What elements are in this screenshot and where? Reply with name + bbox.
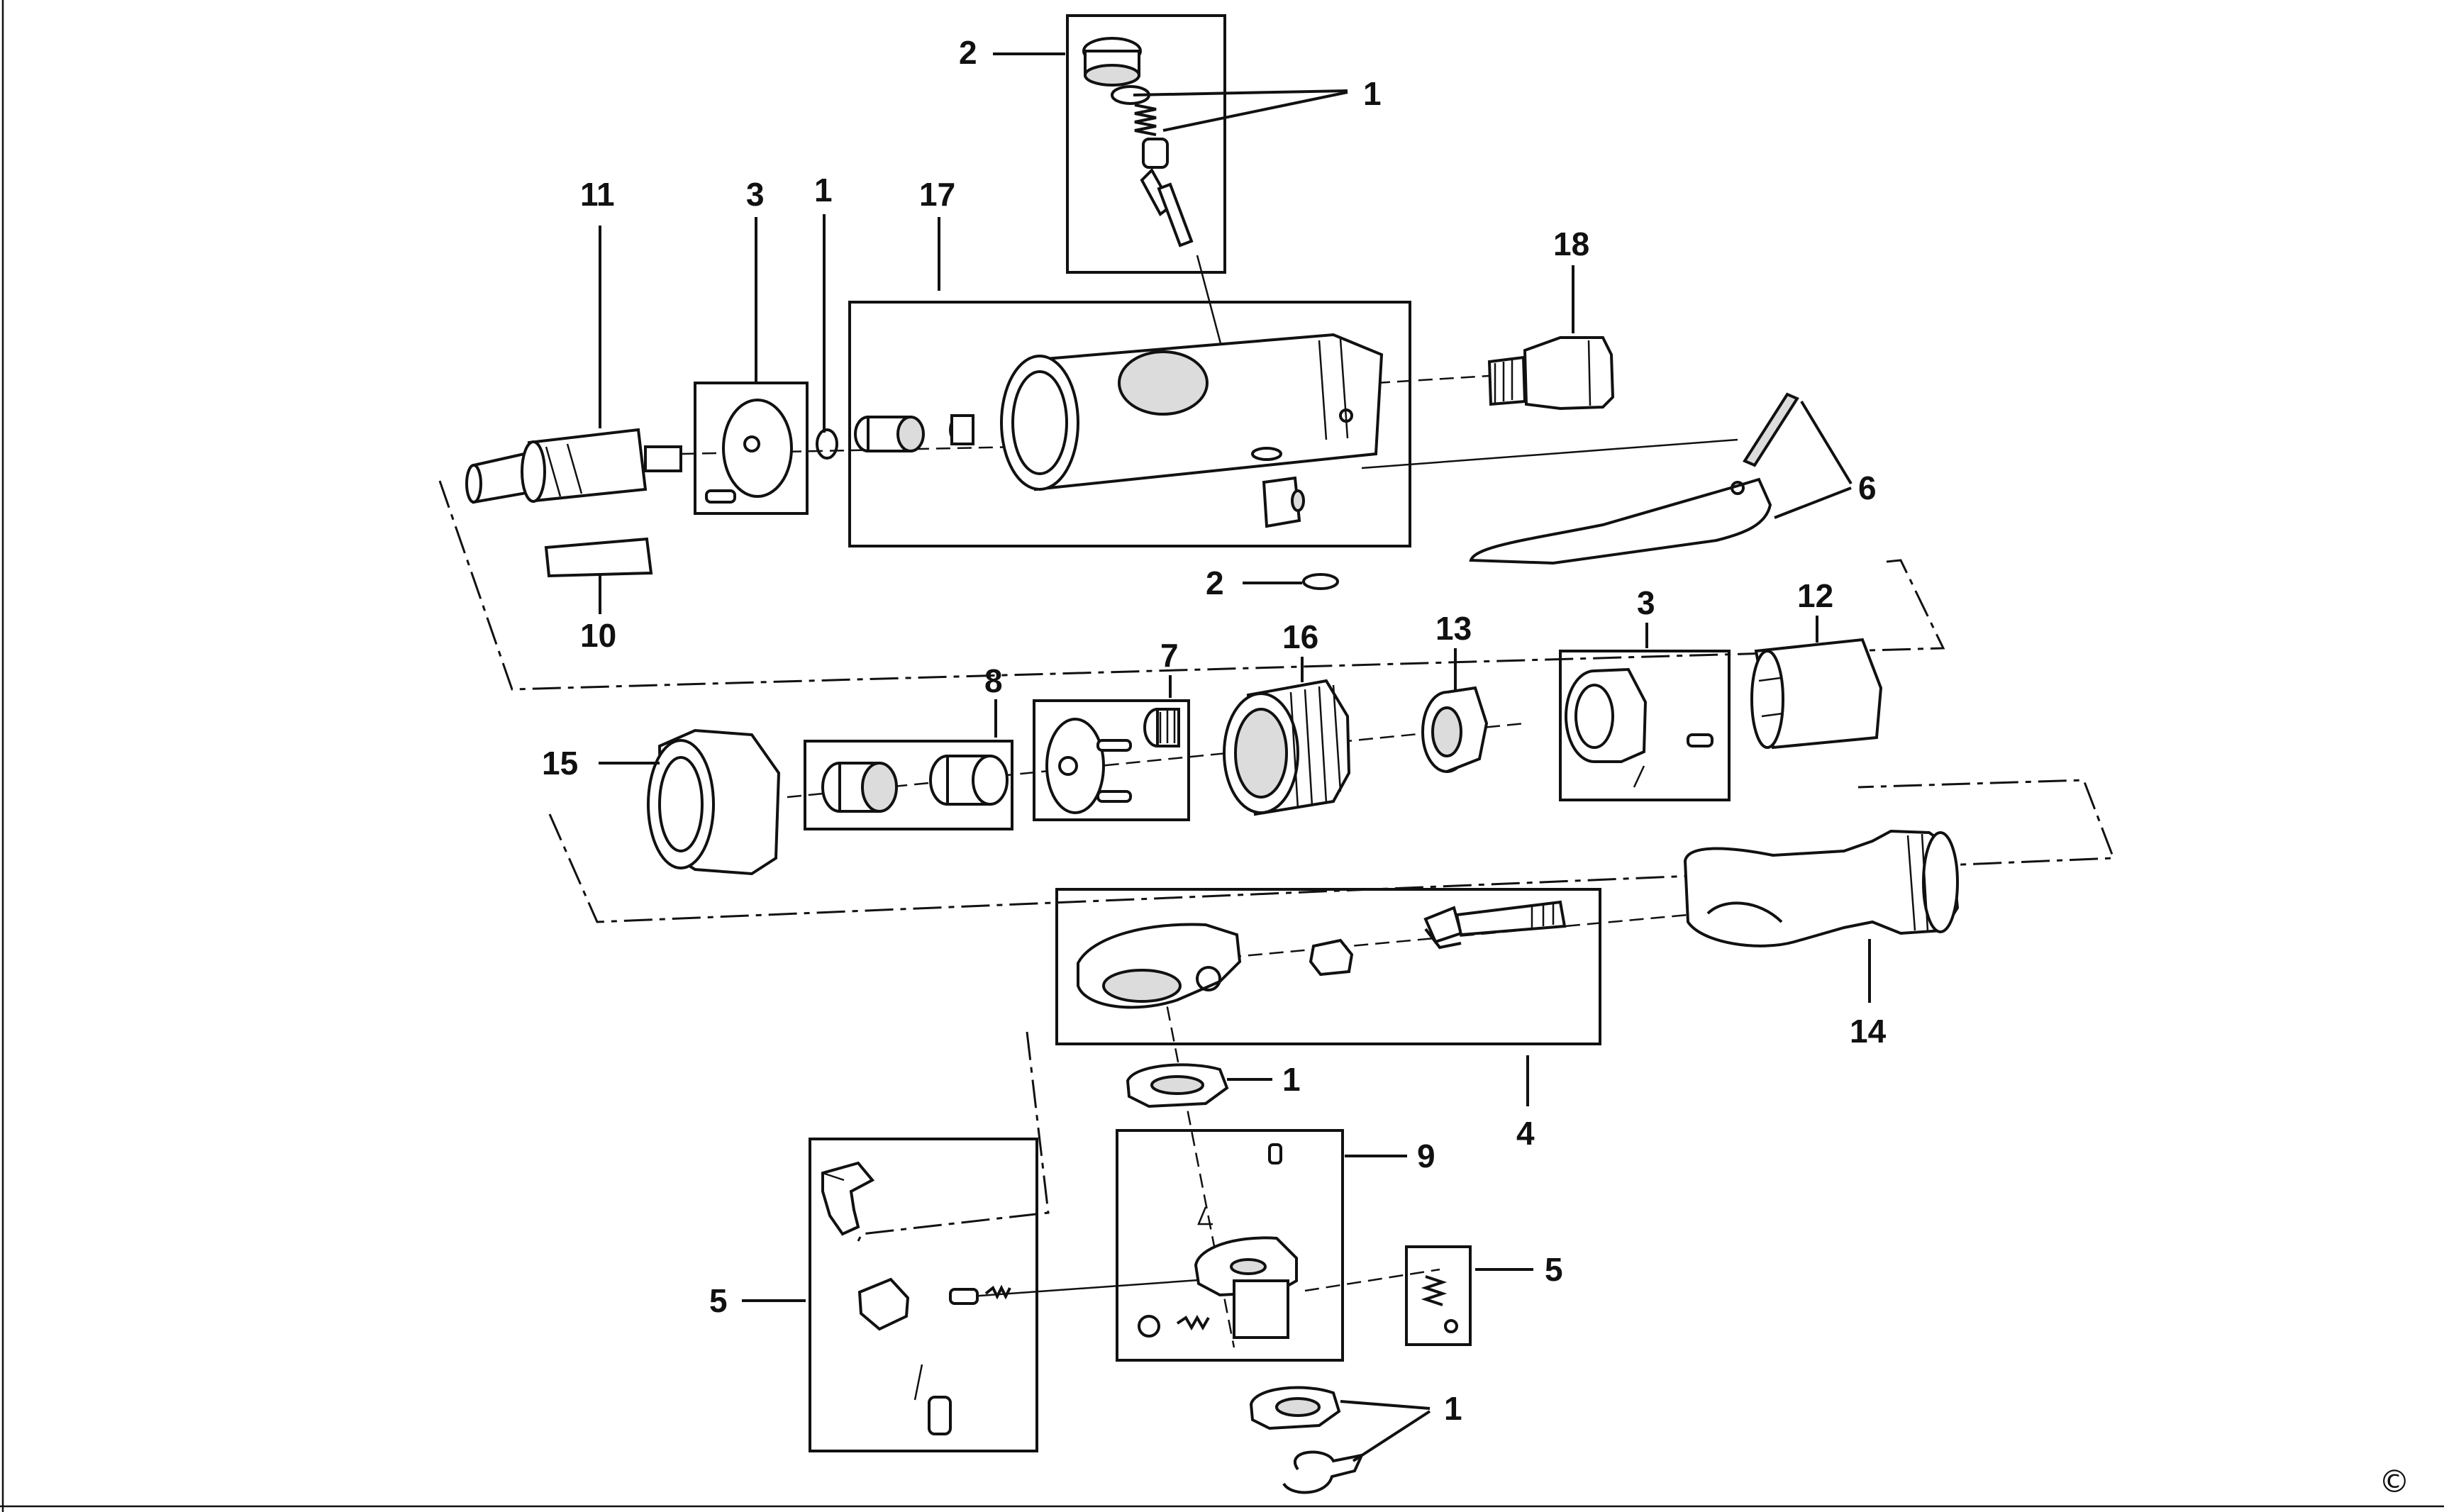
spring-part-5 [1421, 1275, 1458, 1333]
air-inlet-part-18 [1487, 336, 1615, 411]
motor-shaft-part-11 [465, 428, 682, 504]
callout-11: 11 [580, 176, 615, 213]
washer-part-1-mid [1126, 1063, 1229, 1108]
axis-line-trigger [1361, 438, 1738, 469]
callout-3-mid: 3 [1637, 584, 1655, 621]
washer-part-top [949, 414, 974, 445]
housing-part-17 [1000, 333, 1384, 491]
callout-5-spring: 5 [1545, 1251, 1563, 1288]
bottom-plate-part-1 [1249, 1386, 1341, 1430]
pawl-part-4 [1309, 938, 1354, 977]
callout-9: 9 [1417, 1138, 1435, 1174]
callout-1-ring: 1 [814, 172, 833, 209]
carrier-group-box-7 [1033, 699, 1190, 821]
copyright-mark: © [2379, 1464, 2410, 1500]
valve-cap-part [1082, 37, 1142, 87]
callout-2-lower: 2 [1206, 565, 1224, 601]
reverse-lever-group-box-5 [809, 1138, 1038, 1452]
housing-group-box-17 [848, 301, 1411, 547]
callout-4: 4 [1516, 1115, 1535, 1152]
valve-group-box [1066, 14, 1226, 274]
callout-3-top: 3 [746, 176, 765, 213]
callout-labels: 2 1 11 3 1 17 18 6 2 10 8 7 16 13 3 12 1… [542, 34, 1887, 1427]
bearing-part-8a [821, 762, 898, 813]
retaining-nut-part-15 [647, 728, 781, 876]
reverse-lever-part-5 [857, 1277, 1011, 1435]
axis-line-head [1226, 913, 1689, 959]
axis-line-inlet [1375, 374, 1490, 384]
ratchet-head-part-4 [1077, 923, 1242, 1009]
cylinder-part-12 [1750, 638, 1883, 750]
circlip-part-1 [1282, 1450, 1365, 1494]
assembly-outline-lower [857, 1031, 1050, 1242]
assembly-outline-middle [548, 779, 2116, 923]
end-plate-part-3-top [705, 399, 793, 504]
callout-15: 15 [542, 745, 578, 782]
callout-18: 18 [1553, 226, 1589, 262]
planet-carrier-part-7 [1045, 708, 1180, 814]
callout-1-bottom: 1 [1444, 1390, 1462, 1427]
assembly-outline-upper [438, 480, 1945, 691]
reverse-knob-part-5 [821, 1161, 875, 1236]
callout-12: 12 [1797, 577, 1833, 614]
callout-7: 7 [1160, 637, 1179, 674]
callout-1-washer: 1 [1282, 1061, 1301, 1098]
ring-gear-part-16 [1223, 679, 1351, 816]
end-plate-part-3-mid [1565, 667, 1713, 788]
callout-2-valve-cap: 2 [959, 34, 977, 71]
axis-line-middle [787, 722, 1526, 799]
callout-13: 13 [1435, 610, 1472, 647]
callout-6: 6 [1858, 469, 1877, 506]
callout-8: 8 [984, 662, 1003, 699]
leader-lines [599, 52, 1871, 1462]
pawl-group-box-9 [1116, 1129, 1344, 1362]
valve-stem-part [1140, 138, 1194, 248]
callout-14: 14 [1850, 1013, 1887, 1050]
ratchet-housing-part-14 [1683, 829, 1960, 947]
o-ring-part-2-lower [1302, 573, 1339, 590]
bearing-part-top [854, 416, 925, 452]
valve-spring-part [1134, 104, 1157, 136]
retaining-ring-part-1-top [816, 428, 838, 460]
pawl-assembly-part-9 [1138, 1143, 1298, 1339]
bearing-group-box-8 [804, 740, 1013, 830]
callout-5-lever: 5 [709, 1282, 728, 1319]
valve-bushing-part [1251, 447, 1305, 528]
drive-shaft-part-4 [1423, 900, 1567, 950]
group-box-3-top [694, 382, 809, 515]
bearing-part-8b [929, 755, 1009, 806]
axis-line-top [680, 445, 1022, 455]
axis-line-spring [1304, 1268, 1440, 1292]
callout-1-valve-parts: 1 [1363, 75, 1382, 112]
axis-line-valve [1196, 255, 1223, 347]
spring-group-box-5 [1405, 1245, 1472, 1346]
group-box-3-mid [1559, 650, 1731, 801]
cylinder-sleeve-part-10 [544, 537, 653, 578]
ratchet-head-group-box-4 [1055, 888, 1601, 1045]
callout-10: 10 [580, 617, 616, 654]
callout-17: 17 [919, 176, 955, 213]
callout-16: 16 [1282, 618, 1318, 655]
trigger-lever-part-6 [1469, 392, 1799, 565]
bearing-part-13 [1421, 686, 1489, 773]
